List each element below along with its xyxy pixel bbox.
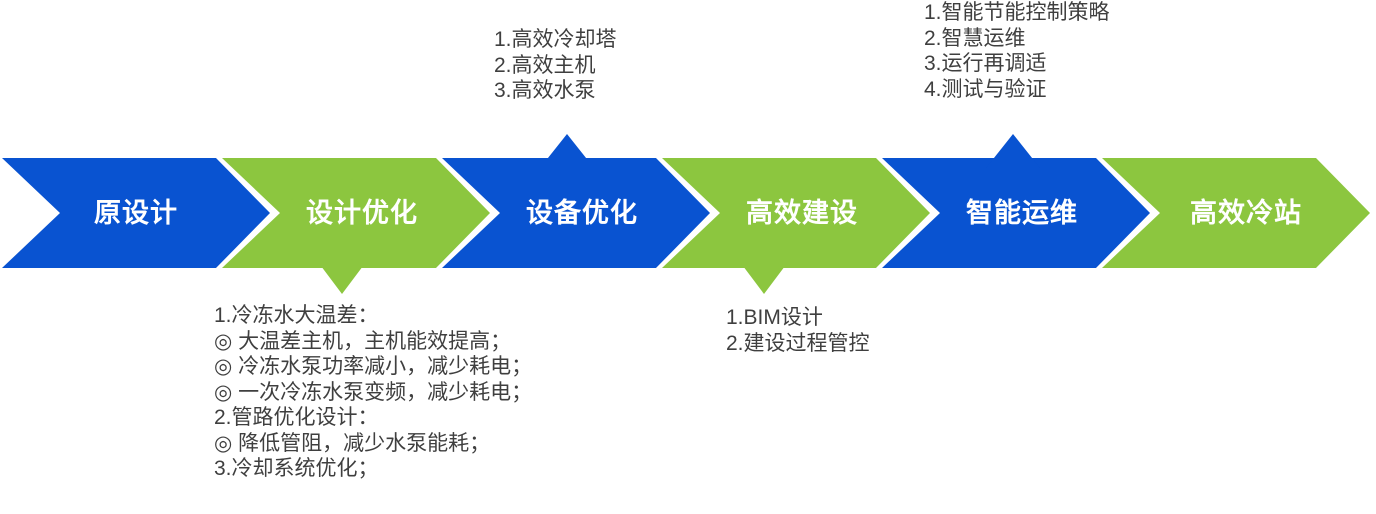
note-line: 1.智能节能控制策略 bbox=[924, 1, 1110, 24]
stage-label-efficient-cooling-plant: 高效冷站 bbox=[1190, 198, 1302, 228]
note-smart-operation: 1.智能节能控制策略 2.智慧运维 3.运行再调适 4.测试与验证 bbox=[924, 0, 1110, 102]
note-line: 4.测试与验证 bbox=[924, 77, 1047, 101]
chevron-efficient-cooling-plant bbox=[1102, 158, 1370, 268]
chevron-design-optimization bbox=[222, 158, 490, 268]
note-design-optimization: 1.冷冻水大温差： ◎ 大温差主机，主机能效提高； ◎ 冷冻水泵功率减小，减少耗… bbox=[214, 303, 532, 482]
chevron-equipment-optimization bbox=[442, 158, 710, 268]
stage-label-design-optimization: 设计优化 bbox=[306, 198, 418, 228]
note-line: ◎ 大温差主机，主机能效提高； bbox=[214, 329, 512, 353]
note-line: 1.冷冻水大温差： bbox=[214, 304, 379, 327]
note-line: 1.高效冷却塔 bbox=[494, 28, 617, 51]
note-line: 3.运行再调适 bbox=[924, 52, 1047, 75]
note-efficient-construction: 1.BIM设计 2.建设过程管控 bbox=[726, 305, 870, 356]
note-line: 2.管路优化设计： bbox=[214, 406, 379, 429]
chevron-original-design bbox=[2, 158, 270, 268]
note-line: 3.高效水泵 bbox=[494, 79, 596, 102]
stage-label-original-design: 原设计 bbox=[94, 198, 178, 228]
note-line: ◎ 降低管阻，减少水泵能耗； bbox=[214, 431, 491, 455]
stage-label-equipment-optimization: 设备优化 bbox=[526, 198, 638, 228]
stage-label-smart-operation: 智能运维 bbox=[966, 198, 1078, 228]
chevron-efficient-construction bbox=[662, 158, 930, 268]
callout-up-triangle-equipment bbox=[540, 134, 594, 168]
note-line: 2.智慧运维 bbox=[924, 26, 1026, 50]
callout-down-triangle-design bbox=[315, 258, 369, 294]
callout-down-triangle-construction bbox=[737, 258, 791, 294]
note-line: 3.冷却系统优化； bbox=[214, 457, 379, 480]
note-line: 2.高效主机 bbox=[494, 53, 596, 77]
note-equipment-optimization: 1.高效冷却塔 2.高效主机 3.高效水泵 bbox=[494, 27, 617, 104]
note-line: ◎ 一次冷冻水泵变频，减少耗电； bbox=[214, 380, 533, 404]
note-line: 2.建设过程管控 bbox=[726, 331, 870, 355]
stage-label-efficient-construction: 高效建设 bbox=[746, 198, 858, 228]
note-line: 1.BIM设计 bbox=[726, 306, 823, 329]
callout-up-triangle-operation bbox=[986, 134, 1040, 168]
note-line: ◎ 冷冻水泵功率减小，减少耗电； bbox=[214, 355, 533, 378]
chevron-smart-operation bbox=[882, 158, 1150, 268]
